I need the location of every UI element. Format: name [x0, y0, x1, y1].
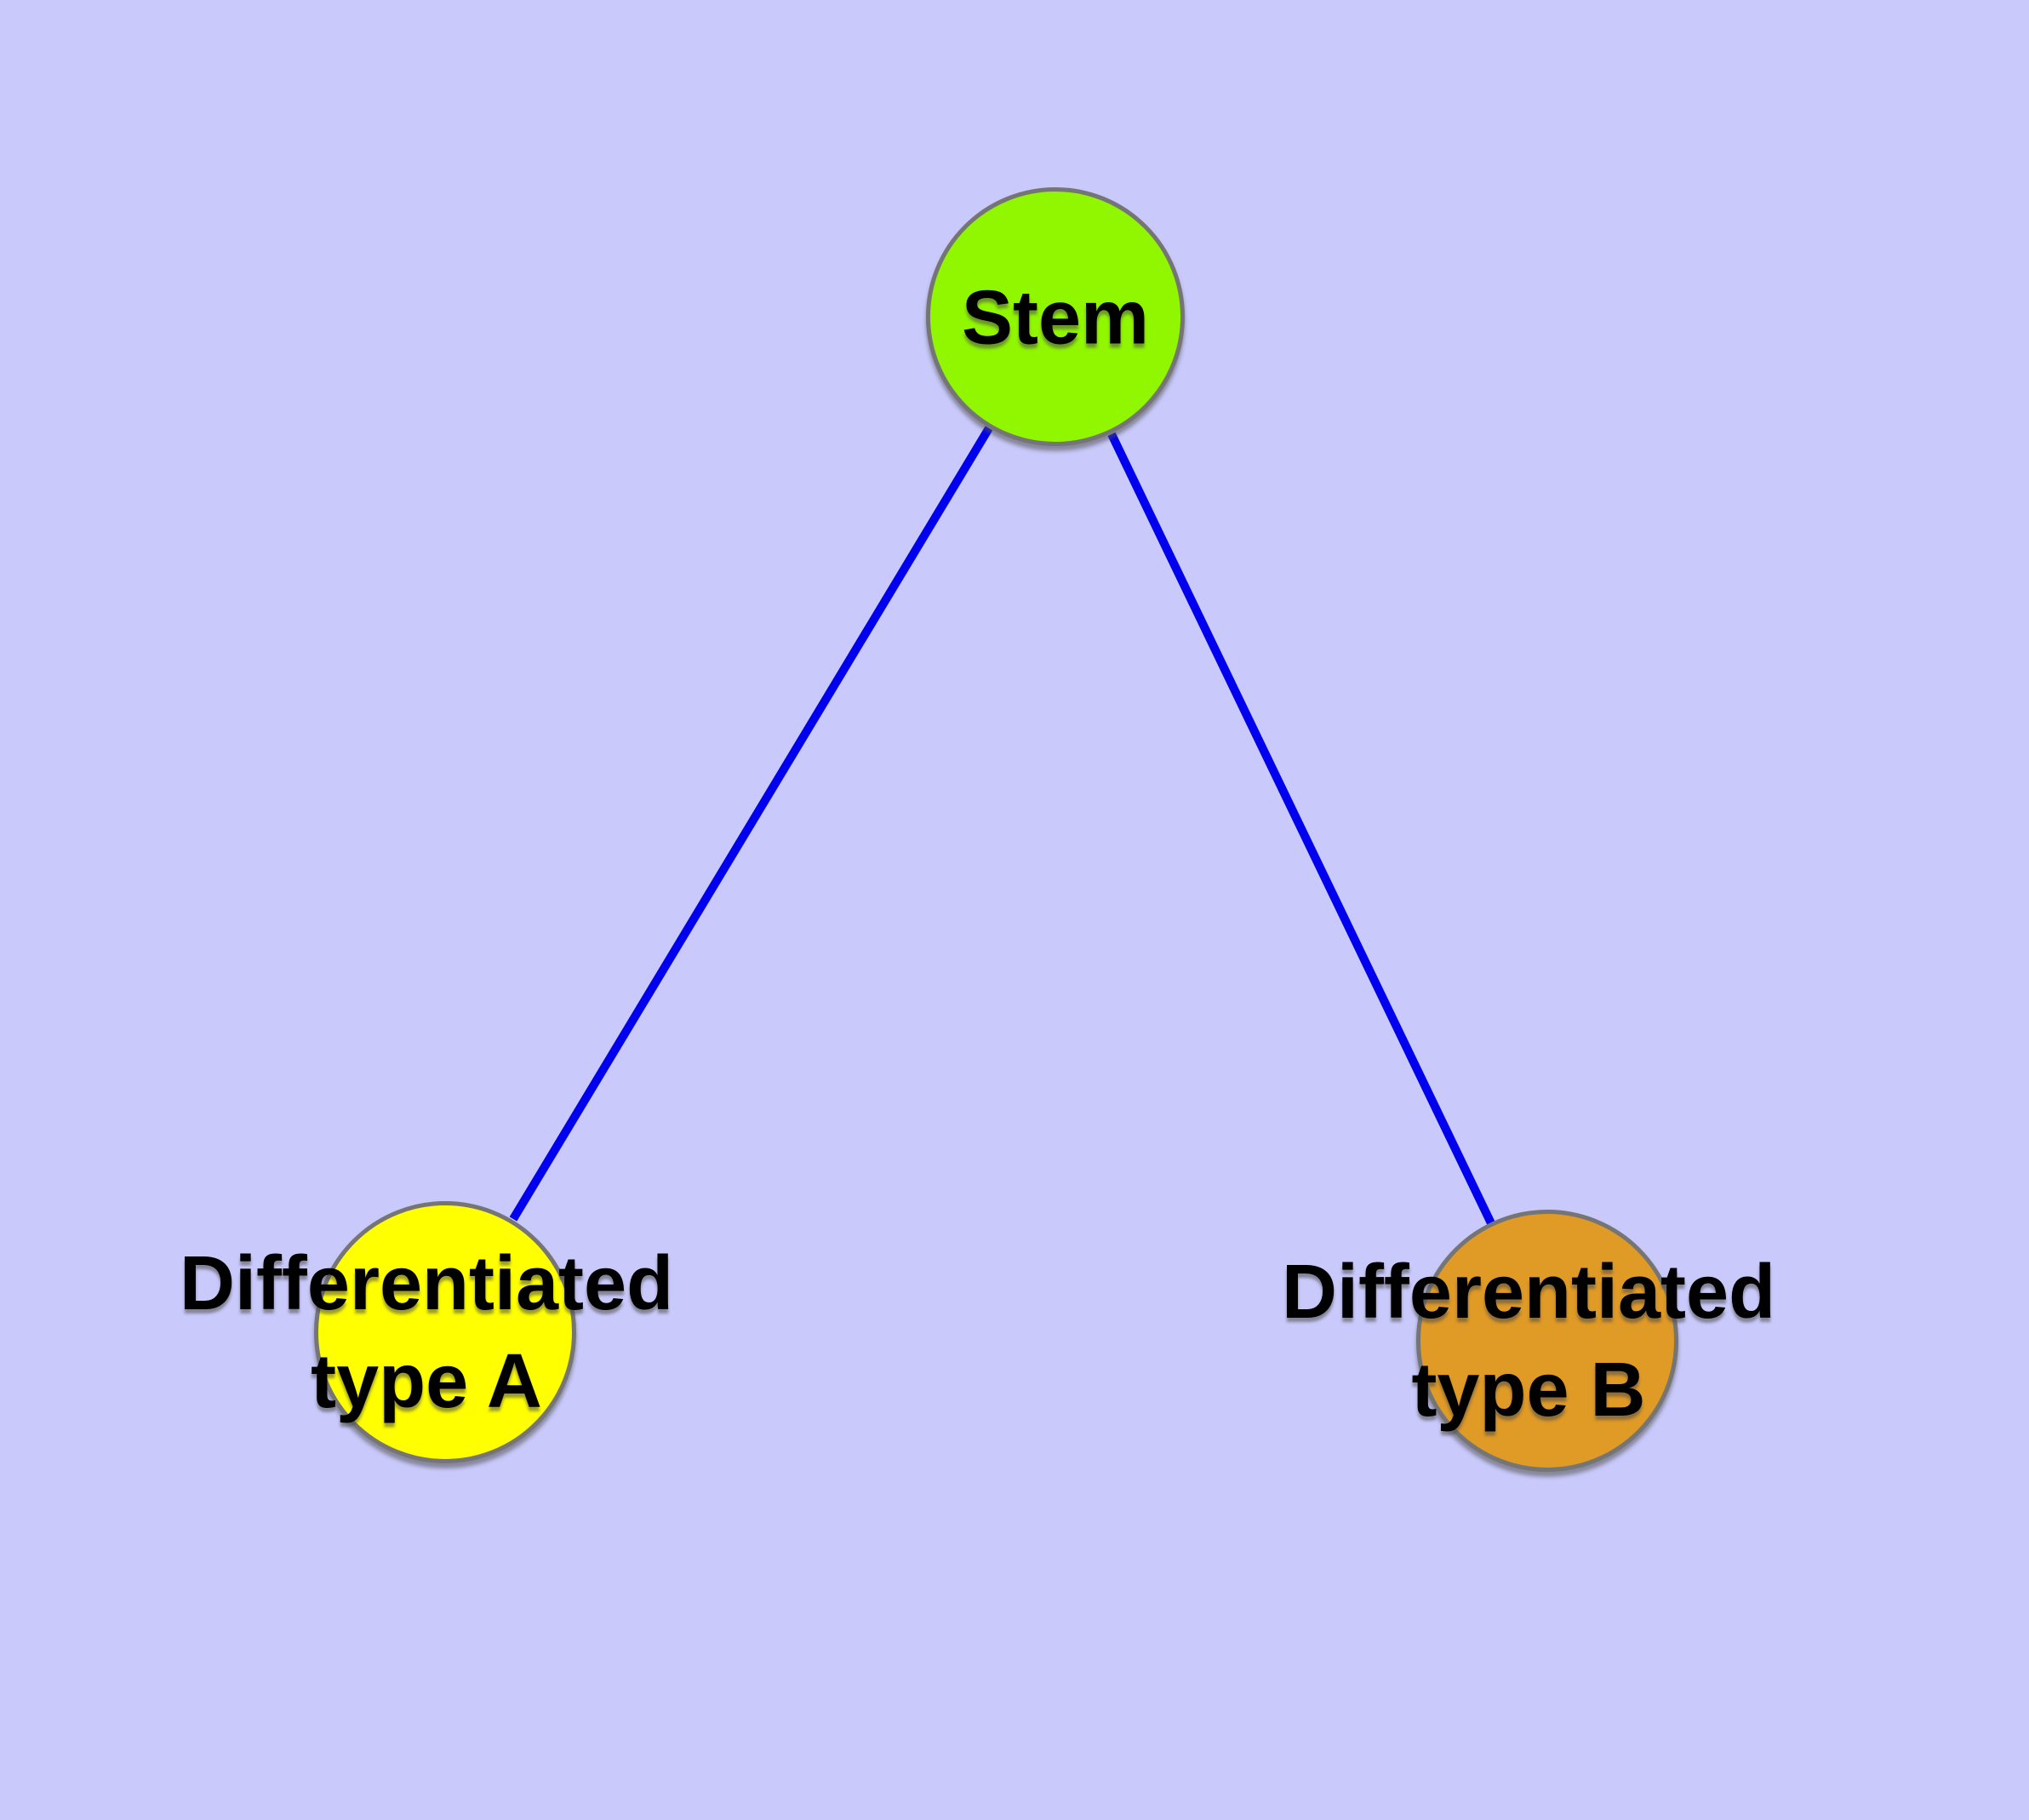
node-label-differentiated-type-a: Differentiated type A [180, 1235, 673, 1431]
label-line: type A [311, 1339, 542, 1424]
label-line: Differentiated [179, 1241, 674, 1326]
node-differentiated-type-a [314, 1201, 576, 1463]
edge-stem-to-type-b [1107, 432, 1495, 1226]
node-label-stem: Stem [962, 270, 1149, 368]
node-label-differentiated-type-b: Differentiated type B [1282, 1244, 1775, 1439]
edge-stem-to-type-a [509, 426, 993, 1222]
label-line: type B [1411, 1348, 1646, 1433]
node-differentiated-type-b [1416, 1210, 1678, 1472]
node-stem [926, 187, 1185, 446]
label-line: Stem [961, 275, 1150, 361]
label-line: Differentiated [1281, 1250, 1776, 1335]
